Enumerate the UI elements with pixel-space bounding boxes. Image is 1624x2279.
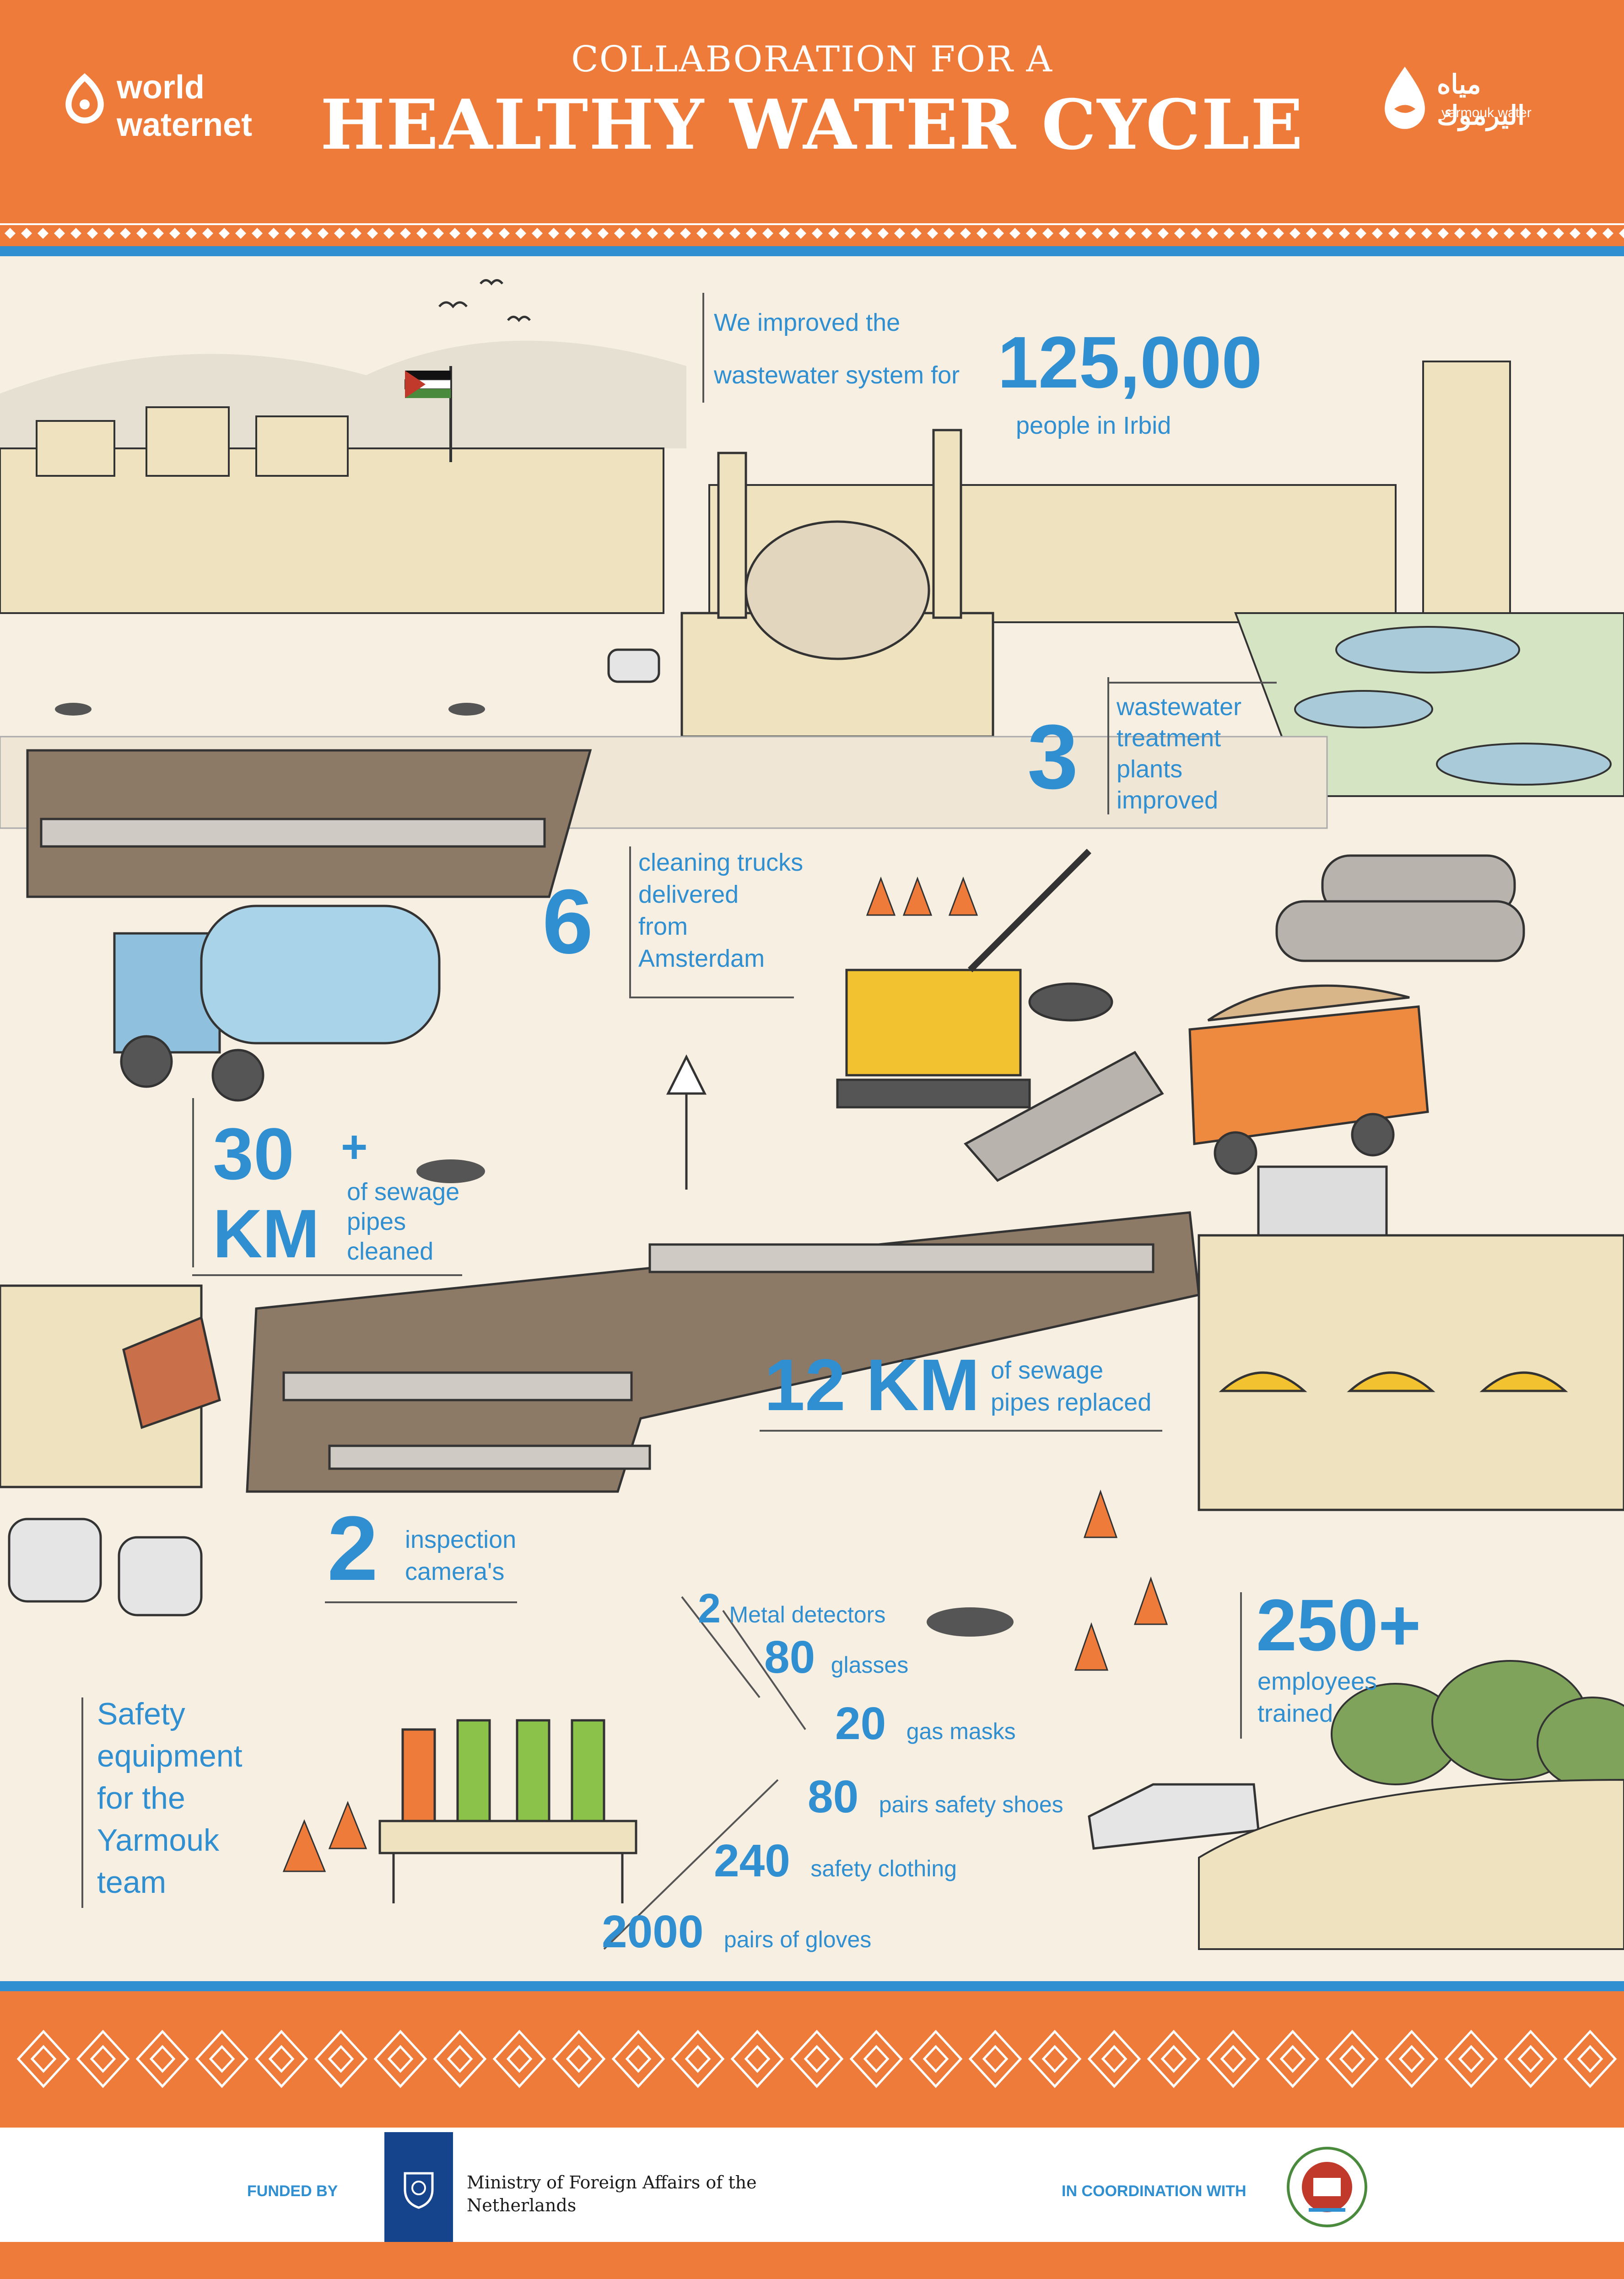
crest-icon [404,2172,434,2209]
equipment-item: 20 gas masks [835,1698,1016,1749]
coordination-label: IN COORDINATION WITH [1062,2182,1246,2200]
pipes-cleaned-label-3: cleaned [347,1238,434,1265]
water-authority-seal [1287,2147,1367,2227]
cameras-label-2: camera's [405,1558,505,1585]
divider-plants-vertical [1107,677,1109,814]
pipes-cleaned-number: 30 [213,1113,294,1195]
title-line-2: HEALTHY WATER CYCLE [320,85,1304,165]
pipes-cleaned-unit: KM [213,1195,320,1272]
footer-pattern-band [0,1981,1624,2128]
divider-safety [81,1697,83,1908]
equipment-item: 80 pairs safety shoes [808,1771,1063,1822]
netherlands-coat-of-arms [384,2132,453,2242]
divider-pipes-cleaned-bottom [192,1274,462,1276]
pipes-replaced-label-2: pipes replaced [991,1389,1152,1416]
plants-label-1: wastewater [1117,693,1242,721]
plants-label-4: improved [1117,787,1219,814]
ministry-name: Ministry of Foreign Affairs of the Nethe… [467,2172,757,2215]
pipes-cleaned-label-2: pipes [347,1208,406,1235]
equipment-item: 2000 pairs of gloves [602,1906,872,1957]
trucks-number: 6 [542,871,593,973]
divider-pipes-replaced [760,1430,1162,1432]
header-pattern-band [0,210,1624,256]
trucks-label-2: delivered [638,881,739,908]
title-line-1: COLLABORATION FOR A [571,39,1053,80]
equipment-item: 2 Metal detectors [698,1586,886,1632]
world-waternet-logo-text: world waternet [117,69,253,143]
water-drop-icon [1385,66,1425,129]
divider-cameras [325,1601,517,1603]
plants-label-2: treatment [1117,724,1221,752]
funded-by-label: FUNDED BY [247,2182,338,2200]
safety-title: Safety equipment for the Yarmouk team [97,1697,243,1900]
cameras-label-1: inspection [405,1526,517,1553]
divider-people [702,293,704,403]
employees-label-1: employees [1257,1668,1377,1695]
trucks-label-4: Amsterdam [638,945,765,972]
pipes-replaced-label-1: of sewage [991,1357,1104,1384]
divider-trucks [629,846,631,997]
trucks-label-3: from [638,913,688,940]
equipment-connector-lines [681,1596,806,1730]
trucks-label-1: cleaning trucks [638,849,804,876]
plants-label-3: plants [1117,755,1183,783]
yarmouk-water-logo: مياه اليرموك yarmouk water [1377,59,1560,151]
people-line-1: We improved the [714,309,901,336]
pipes-cleaned-plus: + [341,1121,368,1173]
divider-pipes-cleaned [192,1098,194,1267]
people-number: 125,000 [998,321,1263,403]
city-illustration [0,279,1624,1950]
equipment-item: 80 glasses [764,1632,909,1683]
employees-label-2: trained [1257,1700,1333,1727]
divider-employees [1240,1592,1242,1739]
divider-trucks-bottom [629,997,794,998]
divider-plants [1107,682,1277,684]
pipes-replaced-number: 12 KM [764,1344,980,1426]
flag-icon [405,366,452,462]
footer-stripe [0,2242,1624,2279]
people-suffix: people in Irbid [1016,412,1171,439]
people-line-2: wastewater system for [714,361,960,389]
equipment-item: 240 safety clothing [714,1835,957,1886]
header-banner [0,0,1624,210]
cameras-number: 2 [327,1498,378,1600]
plants-number: 3 [1027,706,1079,808]
equipment-connector-lines-lower [603,1779,779,1950]
employees-number: 250+ [1256,1584,1421,1666]
pipes-cleaned-label-1: of sewage [347,1178,460,1206]
world-waternet-logo-icon [65,73,104,124]
